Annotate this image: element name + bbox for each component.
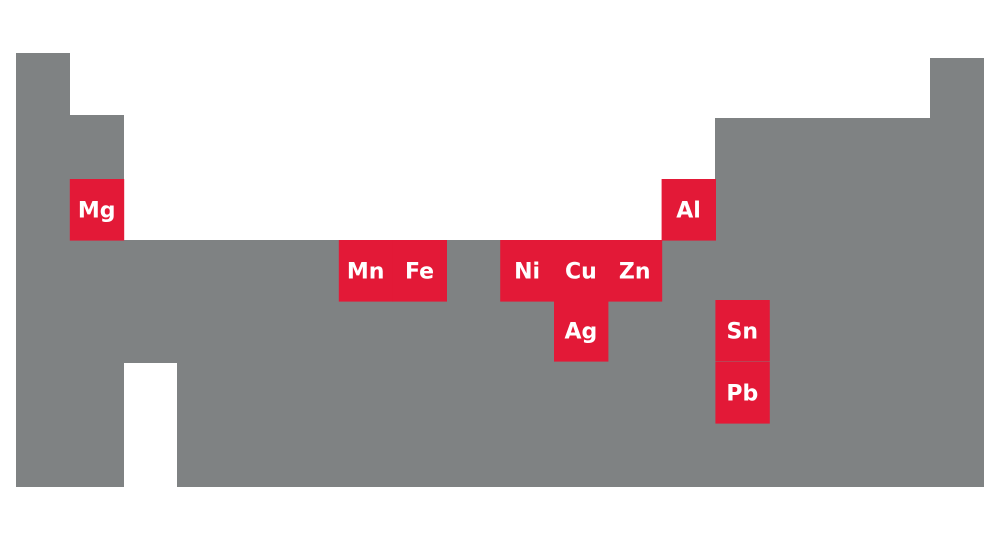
- element-cell-background: [392, 240, 447, 302]
- element-cell-background: [500, 240, 555, 302]
- element-symbol: Mn: [347, 260, 385, 285]
- element-cell-background: [338, 240, 394, 302]
- element-cell-zn: Zn: [607, 240, 663, 302]
- element-symbol: Mg: [78, 199, 116, 224]
- element-symbol: Ag: [565, 320, 598, 345]
- periodic-table-silhouette: [16, 53, 984, 487]
- element-cell-cu: Cu: [554, 240, 609, 302]
- element-symbol: Ni: [514, 260, 540, 285]
- element-cell-fe: Fe: [392, 240, 447, 302]
- element-symbol: Sn: [727, 320, 759, 345]
- element-cell-mg: Mg: [69, 179, 125, 241]
- element-cell-ni: Ni: [500, 240, 555, 302]
- element-cell-background: [554, 300, 609, 362]
- element-cell-background: [661, 179, 716, 241]
- element-symbol: Pb: [726, 382, 758, 407]
- element-cell-background: [69, 179, 125, 241]
- element-symbol: Al: [676, 199, 701, 224]
- element-cell-sn: Sn: [715, 300, 770, 362]
- element-cell-ag: Ag: [554, 300, 609, 362]
- element-symbol: Cu: [565, 260, 597, 285]
- element-cell-mn: Mn: [338, 240, 394, 302]
- element-cell-background: [554, 240, 609, 302]
- element-symbol: Fe: [405, 260, 434, 285]
- element-cell-background: [607, 240, 663, 302]
- element-cell-background: [715, 300, 770, 362]
- element-symbol: Zn: [619, 260, 651, 285]
- element-cell-al: Al: [661, 179, 716, 241]
- element-cell-background: [715, 362, 770, 424]
- element-cell-pb: Pb: [715, 362, 770, 424]
